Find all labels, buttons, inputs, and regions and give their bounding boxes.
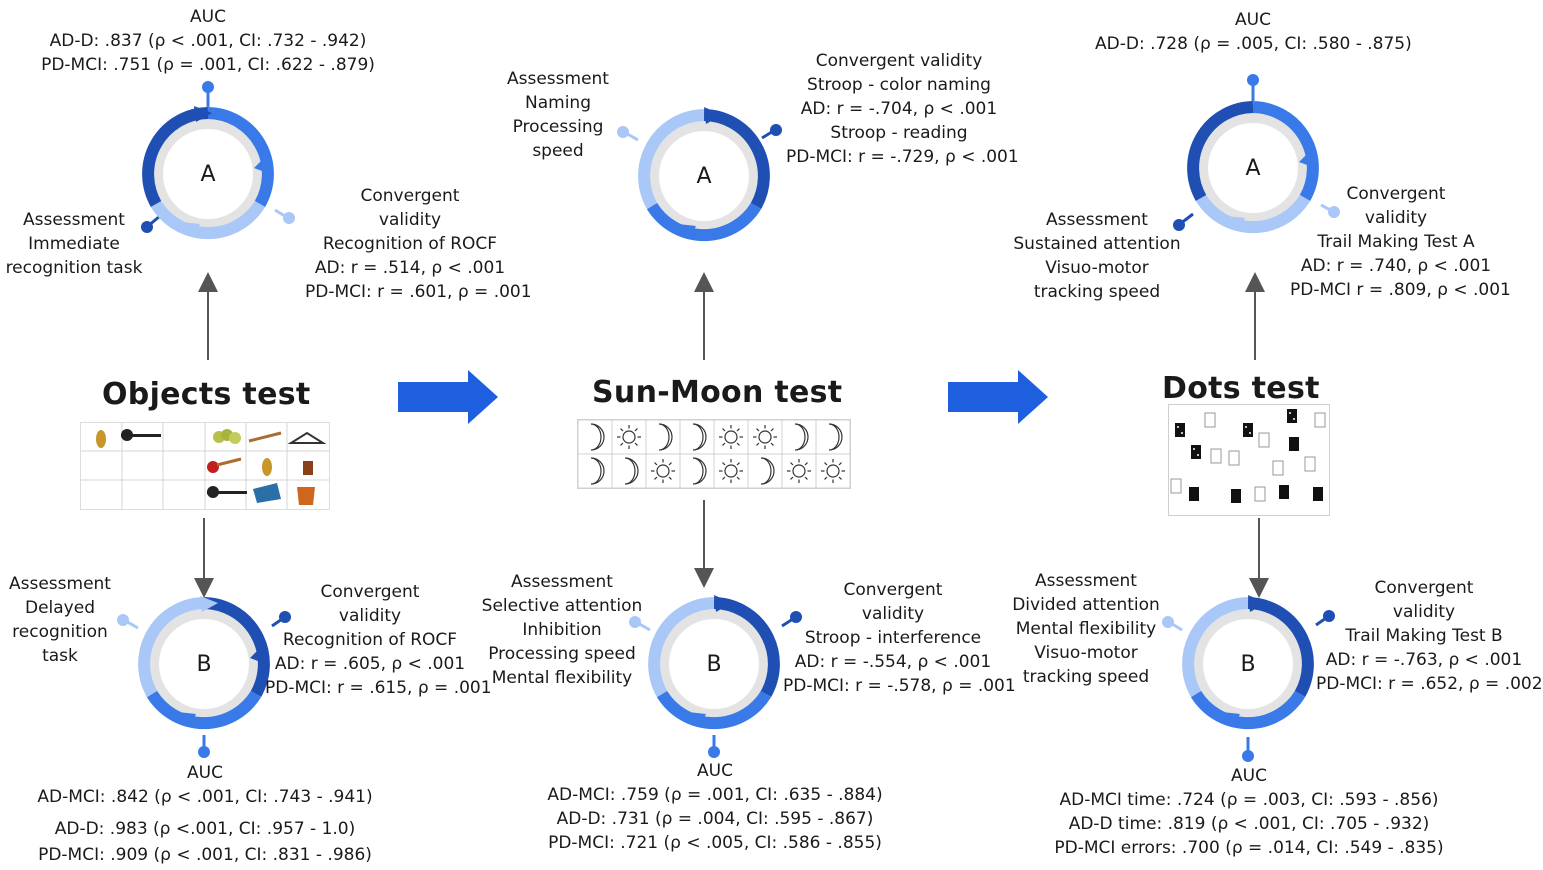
- sun-icon: [747, 419, 783, 455]
- objects-b-conv-pin: [279, 611, 291, 623]
- cycle-ring-icon: [138, 596, 270, 730]
- sunmoon-b-conv-pin: [790, 611, 802, 623]
- objects-b-convergent: Convergent validity Recognition of ROCF …: [265, 582, 492, 698]
- moon-icon: [611, 453, 647, 489]
- moon-icon: [645, 419, 681, 455]
- moon-icon: [679, 453, 715, 489]
- cycle-ring-icon: [648, 595, 780, 730]
- sunmoon-ring-a: A: [634, 106, 774, 246]
- sunmoon-a-conv-pin: [770, 124, 782, 136]
- dots-a-assessment: Assessment Sustained attention Visuo-mot…: [1013, 210, 1181, 302]
- dots-a-auc: AUC AD-D: .728 (ρ = .005, CI: .580 - .87…: [1095, 10, 1412, 54]
- sunmoon-b-auc-pin: [708, 746, 720, 758]
- flow-arrow-1: [398, 370, 498, 424]
- objects-a-convergent: Convergent validity Recognition of ROCF …: [305, 186, 532, 302]
- objects-b-assessment: Assessment Delayed recognition task: [9, 574, 111, 666]
- objects-a-conv-pin: [283, 212, 295, 224]
- moon-icon: [577, 419, 613, 455]
- moon-icon: [815, 419, 851, 455]
- sunmoon-b-assess-pin: [629, 616, 641, 628]
- sunmoon-b-assessment: Assessment Selective attention Inhibitio…: [481, 572, 643, 688]
- objects-ring-a: A: [138, 104, 278, 244]
- sun-icon: [645, 453, 681, 489]
- ring-letter: B: [196, 651, 212, 677]
- cycle-ring-icon: [142, 106, 274, 240]
- objects-a-auc-pin: [202, 81, 214, 93]
- dots-test-image: [1168, 404, 1330, 516]
- dots-cards-icon: [1170, 409, 1326, 503]
- dots-ring-a: A: [1183, 98, 1323, 238]
- objects-a-assessment: Assessment Immediate recognition task: [5, 210, 143, 278]
- objects-a-auc: AUC AD-D: .837 (ρ < .001, CI: .732 - .94…: [41, 7, 375, 75]
- cycle-ring-icon: [1187, 101, 1319, 234]
- dots-a-assess-pin: [1173, 219, 1185, 231]
- dots-a-conv-pin: [1328, 206, 1340, 218]
- moon-icon: [781, 419, 817, 455]
- moon-icon: [577, 453, 613, 489]
- moon-icon: [679, 419, 715, 455]
- objects-b-auc: AUC AD-MCI: .842 (ρ < .001, CI: .743 - .…: [37, 763, 373, 865]
- sunmoon-a-assessment: Assessment Naming Processing speed: [507, 69, 609, 161]
- ring-letter: A: [200, 161, 216, 187]
- sunmoon-test-title: Sun-Moon test: [592, 375, 843, 410]
- sun-icon: [611, 419, 647, 455]
- cycle-ring-icon: [638, 107, 770, 242]
- dots-b-auc-pin: [1242, 750, 1254, 762]
- dots-b-convergent: Convergent validity Trail Making Test B …: [1316, 578, 1543, 694]
- sunmoon-a-assess-pin: [617, 126, 629, 138]
- dots-b-auc: AUC AD-MCI time: .724 (ρ = .003, CI: .59…: [1054, 766, 1444, 858]
- sunmoon-test-image: [577, 419, 851, 489]
- ring-letter: B: [1240, 651, 1256, 677]
- moon-icon: [747, 453, 783, 489]
- sunmoon-b-auc: AUC AD-MCI: .759 (ρ = .001, CI: .635 - .…: [547, 761, 883, 853]
- sun-icon: [815, 453, 851, 489]
- sun-moon-grid: [577, 419, 851, 489]
- dots-b-assessment: Assessment Divided attention Mental flex…: [1012, 571, 1160, 687]
- objects-b-auc-pin: [198, 746, 210, 758]
- sun-icon: [781, 453, 817, 489]
- objects-a-assess-pin: [141, 221, 153, 233]
- dots-test-title: Dots test: [1162, 371, 1320, 406]
- objects-test-image: [80, 422, 330, 510]
- dots-ring-b: B: [1178, 594, 1318, 734]
- sun-icon: [713, 419, 749, 455]
- objects-b-assess-pin: [117, 614, 129, 626]
- sunmoon-a-convergent: Convergent validity Stroop - color namin…: [786, 51, 1019, 167]
- dots-a-convergent: Convergent validity Trail Making Test A …: [1290, 184, 1511, 300]
- sunmoon-ring-b: B: [644, 594, 784, 734]
- sunmoon-b-convergent: Convergent validity Stroop - interferenc…: [783, 580, 1016, 696]
- objects-test-title: Objects test: [102, 377, 311, 412]
- objects-grid-icon: [81, 423, 329, 509]
- dots-b-conv-pin: [1323, 610, 1335, 622]
- objects-ring-b: B: [134, 594, 274, 734]
- dots-a-auc-pin: [1247, 74, 1259, 86]
- sun-icon: [713, 453, 749, 489]
- ring-letter: A: [696, 163, 712, 189]
- ring-letter: A: [1245, 155, 1261, 181]
- cycle-ring-icon: [1182, 595, 1314, 730]
- dots-b-assess-pin: [1162, 616, 1174, 628]
- flow-arrow-2: [948, 370, 1048, 424]
- ring-letter: B: [706, 651, 722, 677]
